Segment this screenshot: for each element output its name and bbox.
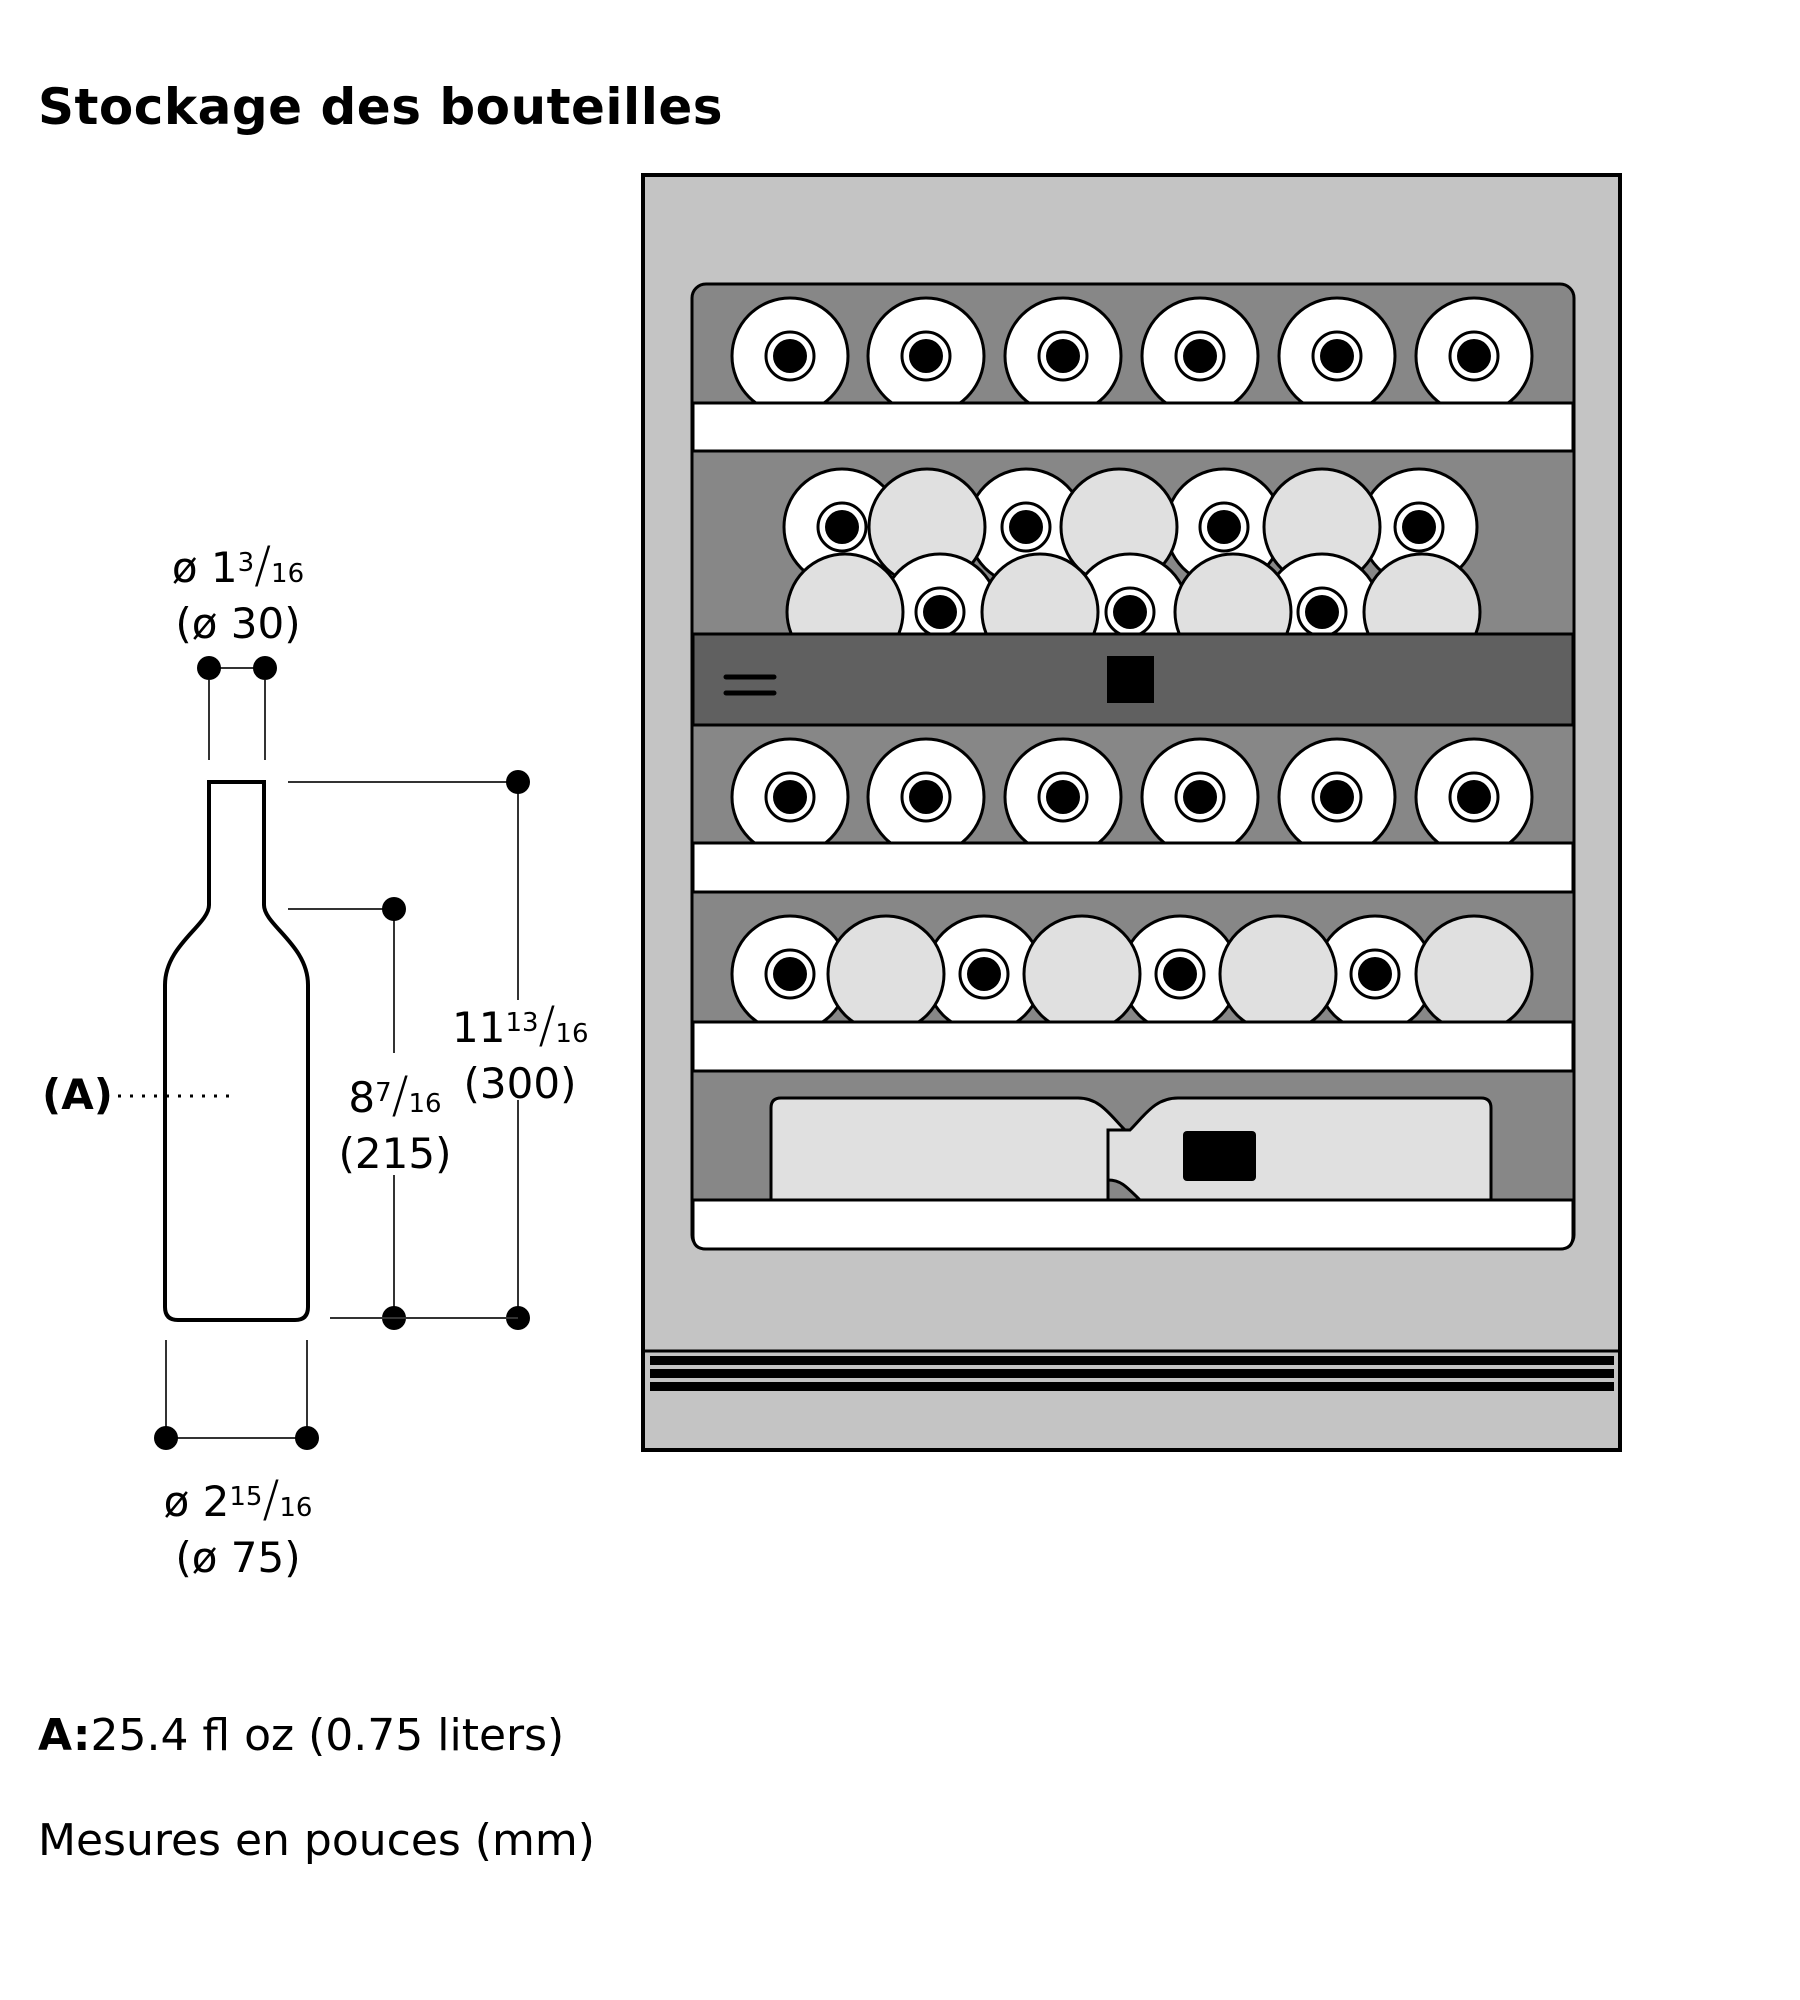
shoulder-height-label: 87/16 (215) (338, 1066, 452, 1178)
shelf-front (691, 1020, 1575, 1073)
volume-marker: (A) (42, 1070, 113, 1119)
bottle-base (1359, 467, 1479, 587)
display-icon (1107, 656, 1154, 703)
bottle-punt (1163, 957, 1197, 991)
bottle-base (1003, 296, 1123, 416)
bottle-dimension-drawing (118, 656, 530, 1450)
vent-slot (650, 1382, 1614, 1391)
bottle-punt (1402, 510, 1436, 544)
bottle-base (1414, 296, 1534, 416)
bottle-base (1140, 737, 1260, 857)
bottle-punt (1305, 595, 1339, 629)
bottle-punt (1183, 339, 1217, 373)
bottle-punt (1046, 780, 1080, 814)
bottle-base (866, 296, 986, 416)
dim-dot (295, 1426, 319, 1450)
bottle-base (1315, 914, 1435, 1034)
neck-diameter-label: ø 13/16 (ø 30) (171, 536, 305, 648)
vent-slot (650, 1356, 1614, 1365)
bottle-punt (967, 957, 1001, 991)
shelf-front (691, 401, 1575, 453)
bottle-side (1218, 914, 1338, 1034)
bottle-punt (1320, 339, 1354, 373)
volume-note: A:25.4 fl oz (0.75 liters) (38, 1710, 564, 1761)
bottle-punt (773, 957, 807, 991)
wine-cabinet (641, 173, 1622, 1452)
shelf-front (691, 841, 1575, 894)
dim-dot (382, 897, 406, 921)
bottle-lying-right (1106, 1096, 1493, 1202)
bottle-base (1140, 296, 1260, 416)
bottle-punt (1457, 780, 1491, 814)
bottle-punt (1207, 510, 1241, 544)
dim-dot (154, 1426, 178, 1450)
vent-slot (650, 1369, 1614, 1378)
dim-dot (506, 770, 530, 794)
bottle-punt (909, 339, 943, 373)
bottle-punt (773, 780, 807, 814)
bottle-side (1022, 914, 1142, 1034)
units-note: Mesures en pouces (mm) (38, 1815, 595, 1866)
bottle-base (730, 737, 850, 857)
shelf-front-bottom (691, 1198, 1575, 1251)
bottle-punt (1358, 957, 1392, 991)
page-title: Stockage des bouteilles (38, 78, 724, 136)
bottle-punt (1009, 510, 1043, 544)
bottle-punt (1320, 780, 1354, 814)
bottle-punt (1046, 339, 1080, 373)
bottle-base (866, 737, 986, 857)
bottle-punt (909, 780, 943, 814)
bottle-punt (773, 339, 807, 373)
body-diameter-label: ø 215/16 (ø 75) (163, 1470, 313, 1582)
volume-note-key: A: (38, 1710, 91, 1761)
bottle-side (826, 914, 946, 1034)
bottle-punt (923, 595, 957, 629)
bottle-punt (825, 510, 859, 544)
total-height-label: 1113/16 (300) (452, 996, 589, 1108)
bottle-base (1414, 737, 1534, 857)
bottle-base (1277, 296, 1397, 416)
bottle-punt (1457, 339, 1491, 373)
dim-dot (253, 656, 277, 680)
dim-dot (197, 656, 221, 680)
bottle-base (730, 296, 850, 416)
bottle-punt (1183, 780, 1217, 814)
volume-note-value: 25.4 fl oz (0.75 liters) (90, 1710, 565, 1761)
bottle-base (1277, 737, 1397, 857)
bottle-base (1120, 914, 1240, 1034)
bottle-side (1414, 914, 1534, 1034)
bottle-outline (163, 780, 310, 1322)
bottle-punt (1113, 595, 1147, 629)
bottle-base (1003, 737, 1123, 857)
bottle-cap (1183, 1131, 1256, 1181)
